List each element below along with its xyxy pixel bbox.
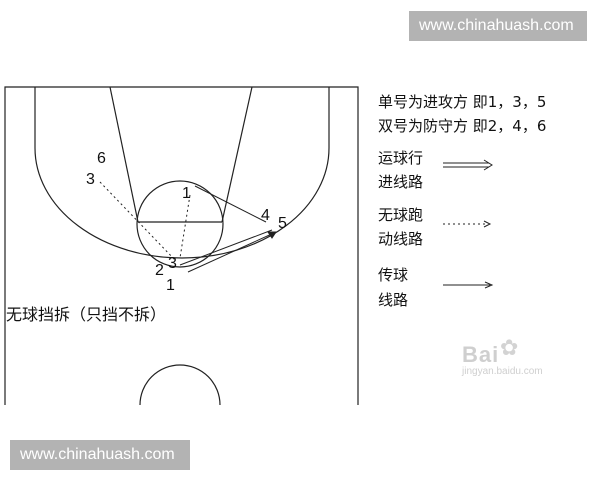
- dribble-arrowhead: [483, 159, 493, 171]
- center-circle: [139, 364, 221, 406]
- player-3-near-2: 3: [168, 255, 177, 272]
- legend-off-ball-line2: 动线路: [378, 230, 424, 248]
- arrowhead: [267, 231, 277, 239]
- diagram-caption: 无球挡拆（只挡不拆）: [6, 305, 167, 324]
- pass-legend-arrowhead: [484, 281, 494, 289]
- player-2: 2: [155, 262, 164, 279]
- lane-line-left: [109, 86, 139, 223]
- player-4: 4: [261, 207, 270, 224]
- baidu-paw-icon: ✿: [500, 336, 519, 361]
- legend-dribble-line2: 进线路: [378, 173, 424, 191]
- lane-line-right: [221, 86, 253, 223]
- off-ball-path-1: [179, 194, 191, 259]
- player-3-left: 3: [86, 171, 95, 188]
- free-throw-circle: [136, 180, 224, 268]
- move-line-2-to-5: [187, 231, 277, 273]
- baidu-watermark-text: Bai: [462, 342, 500, 367]
- legend-dribble-line1: 运球行: [378, 149, 424, 167]
- baidu-watermark-subtext: jingyan.baidu.com: [462, 366, 543, 377]
- legend-off-ball-line1: 无球跑: [378, 206, 424, 224]
- player-1-bottom: 1: [166, 277, 175, 294]
- legend-pass-line2: 线路: [378, 291, 409, 309]
- move-line-2-to-4: [179, 229, 273, 266]
- legend-odd-even-line1: 单号为进攻方 即1，3，5: [378, 93, 547, 111]
- baidu-jingyan-watermark: Bai jingyan.baidu.com: [462, 342, 543, 377]
- off-ball-path-3: [99, 181, 176, 261]
- watermark-top: www.chinahuash.com: [409, 11, 587, 41]
- player-1-top: 1: [182, 185, 191, 202]
- off-ball-legend-arrowhead: [483, 220, 492, 228]
- move-line-1-to-4: [194, 185, 267, 223]
- legend-odd-even-line2: 双号为防守方 即2，4，6: [378, 117, 547, 135]
- player-5: 5: [278, 215, 287, 232]
- court-boundary: [4, 86, 359, 405]
- player-6: 6: [97, 150, 106, 167]
- legend-pass-line1: 传球: [378, 266, 409, 284]
- three-point-arc: [34, 87, 330, 259]
- watermark-bottom: www.chinahuash.com: [10, 440, 190, 470]
